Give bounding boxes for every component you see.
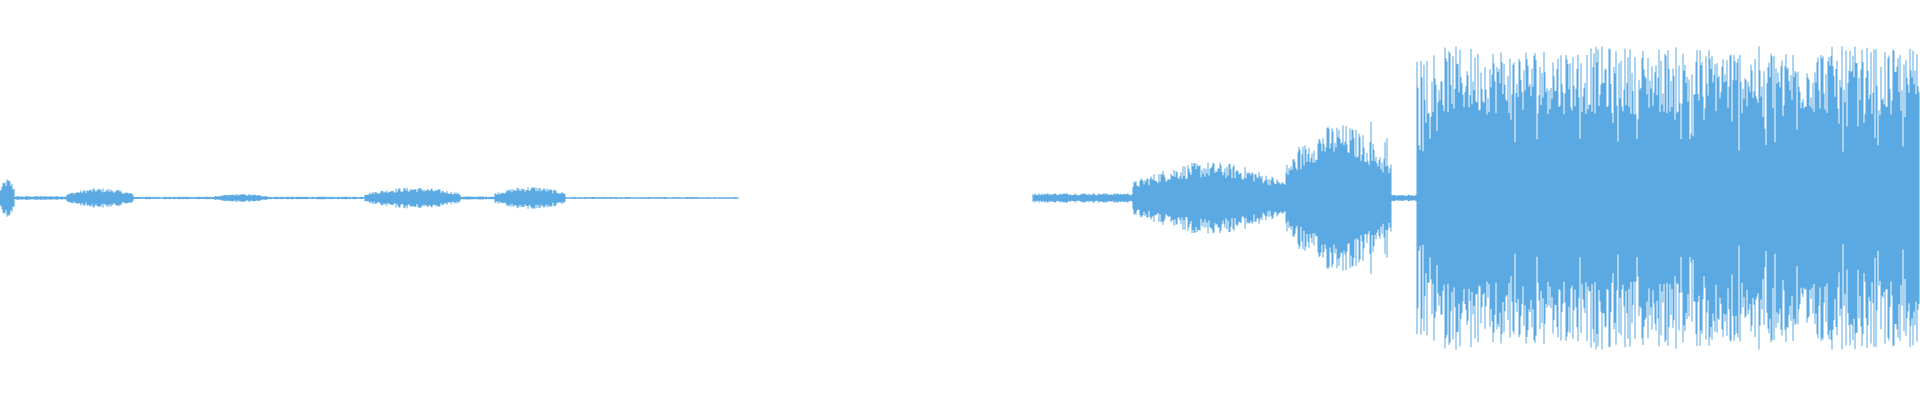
waveform-trace bbox=[494, 187, 566, 209]
waveform-segment-build-1 bbox=[1132, 162, 1286, 234]
waveform-segment-burst-3 bbox=[214, 194, 269, 202]
waveform-trace bbox=[565, 197, 739, 199]
waveform-trace bbox=[0, 179, 15, 217]
waveform-trace bbox=[14, 196, 67, 200]
waveform-segment-tail-1 bbox=[14, 196, 67, 200]
waveform-segment-burst-2 bbox=[66, 188, 134, 208]
waveform-segment-build-2 bbox=[1285, 121, 1392, 275]
waveform-trace bbox=[1285, 121, 1392, 275]
waveform-segment-burst-5 bbox=[494, 187, 566, 209]
waveform-segment-loud bbox=[1416, 46, 1920, 350]
waveform-segment-quiet-1 bbox=[133, 196, 215, 200]
waveform-trace bbox=[1132, 162, 1286, 234]
waveform-trace bbox=[268, 196, 365, 200]
waveform-trace bbox=[1416, 46, 1920, 350]
waveform-trace bbox=[66, 188, 134, 208]
waveform-segment-burst-4 bbox=[364, 187, 461, 209]
waveform-trace bbox=[1032, 193, 1133, 203]
waveform-trace bbox=[364, 187, 461, 209]
waveform-trace bbox=[1391, 194, 1417, 202]
waveform-segment-pre-loud bbox=[1391, 194, 1417, 202]
waveform-segment-quiet-3 bbox=[460, 196, 495, 200]
waveform-segment-quiet-2 bbox=[268, 196, 365, 200]
waveform-segment-quiet-4 bbox=[565, 197, 739, 199]
waveform-trace bbox=[133, 196, 215, 200]
waveform-segment-onset bbox=[1032, 193, 1133, 203]
waveform-segment-burst-1 bbox=[0, 179, 15, 217]
waveform-trace bbox=[214, 194, 269, 202]
waveform-trace bbox=[460, 196, 495, 200]
